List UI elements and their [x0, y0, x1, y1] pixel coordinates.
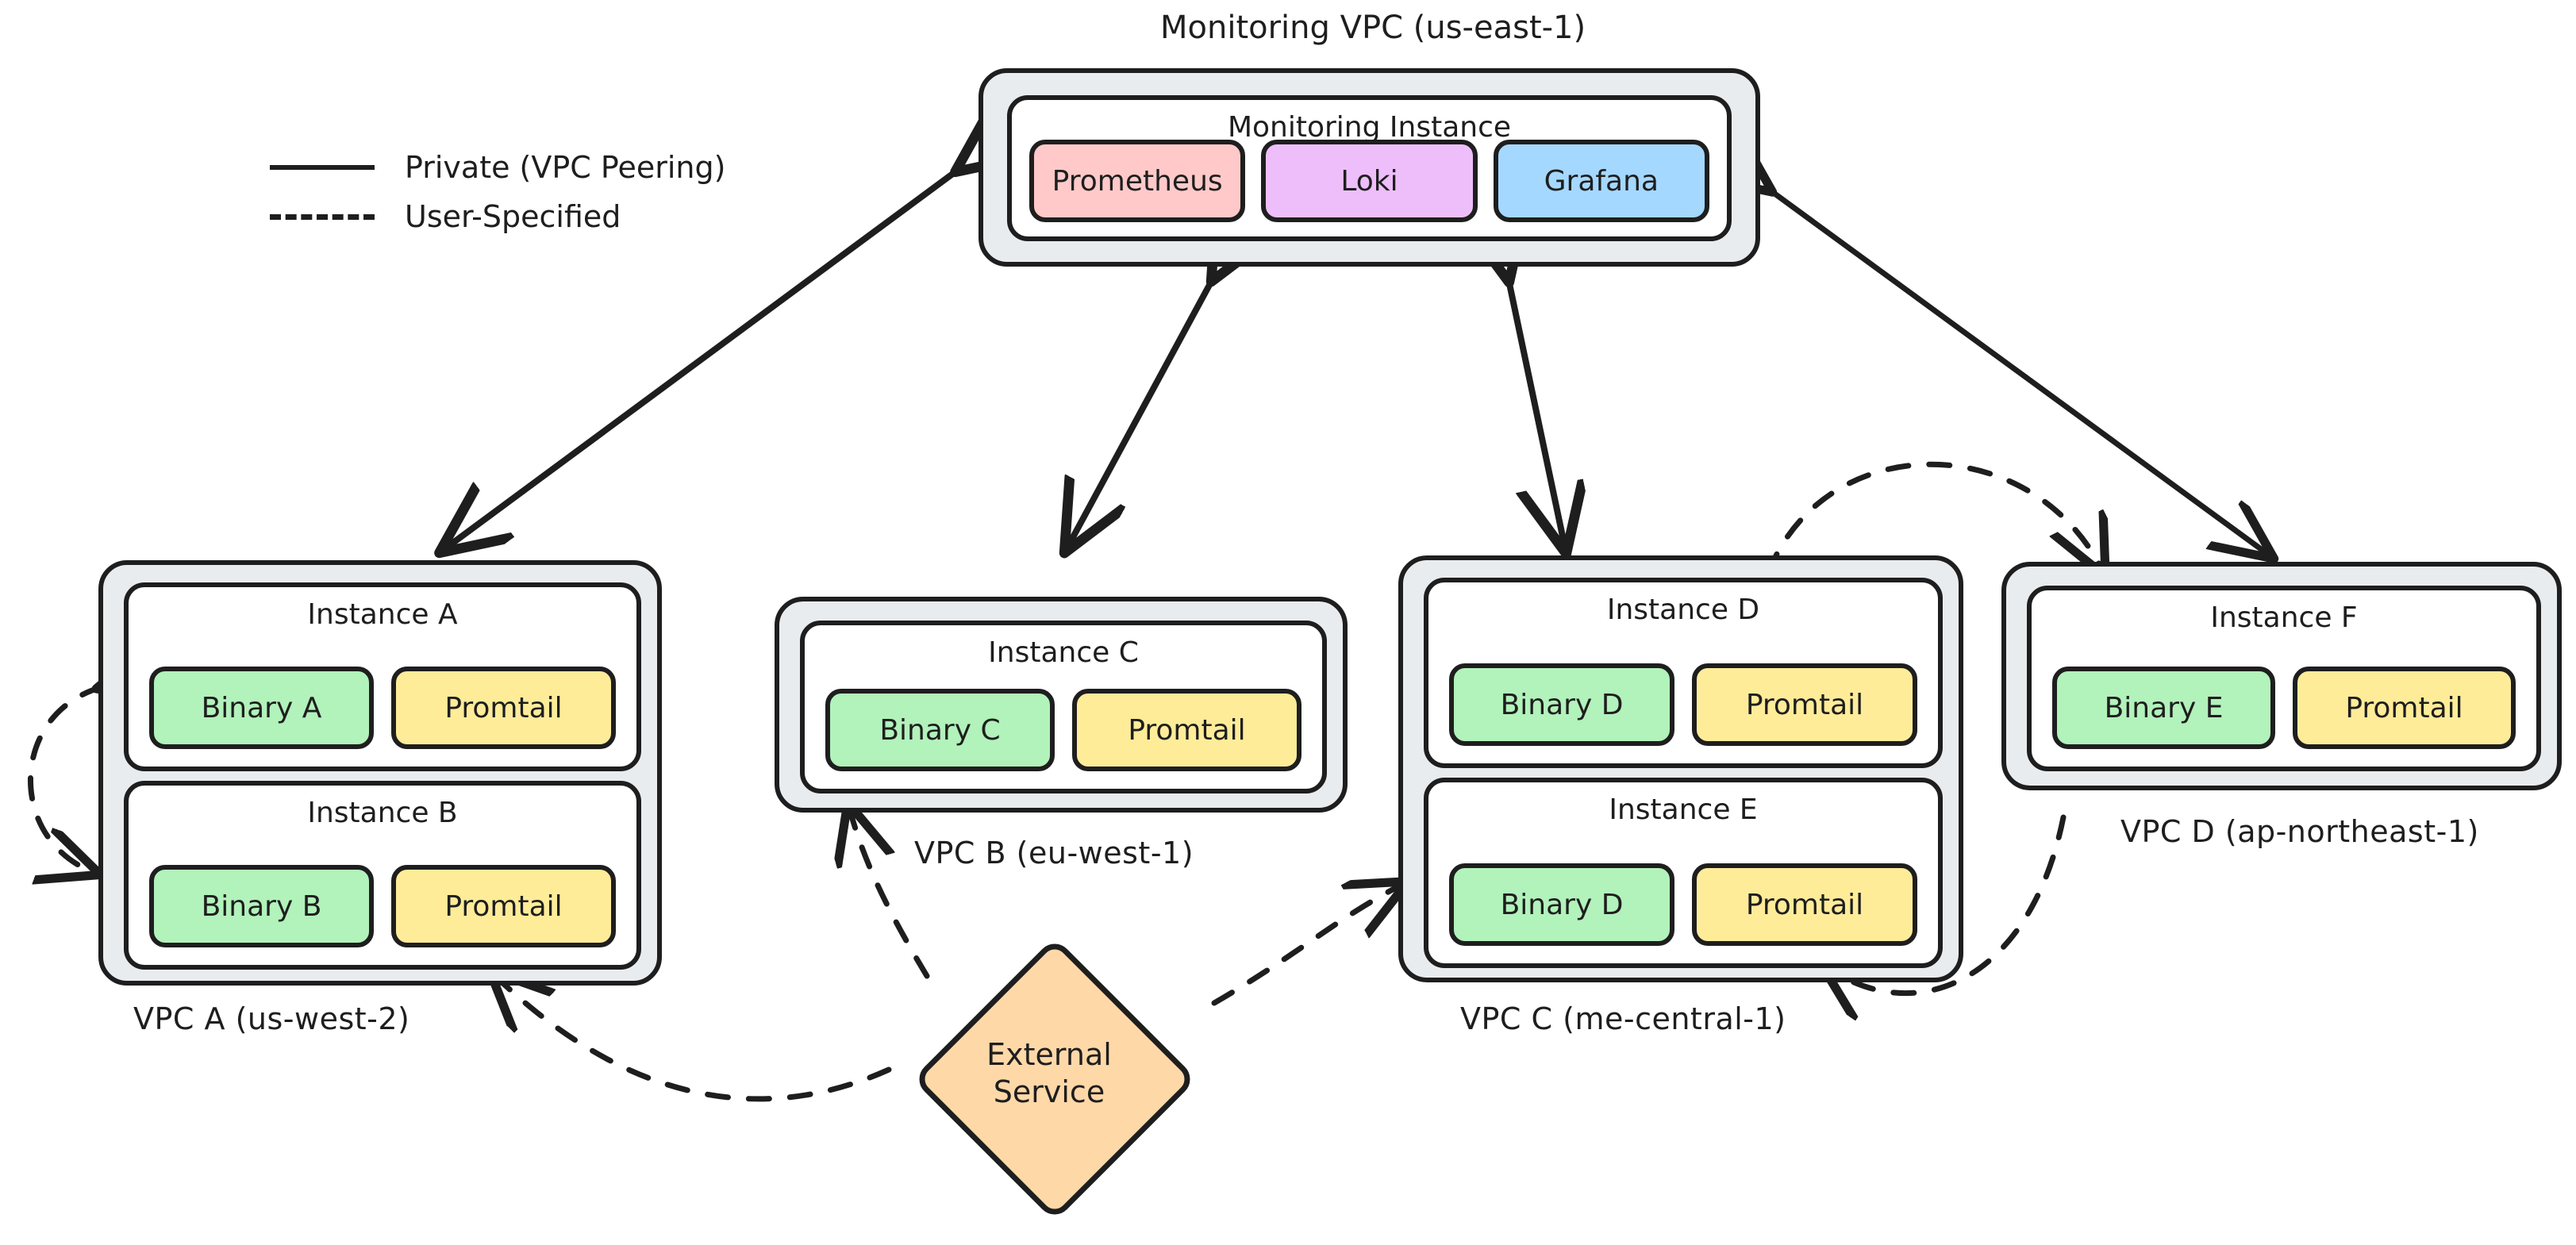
edge-monitoring-to-vpc-d — [1768, 189, 2270, 555]
external-service-label-line1: External — [986, 1036, 1112, 1072]
instance-f-service-row: Binary E Promtail — [2052, 667, 2516, 749]
vpc-c-container[interactable]: Instance D Binary D Promtail Instance E … — [1398, 555, 1963, 982]
vpc-b-container[interactable]: Instance C Binary C Promtail — [775, 597, 1348, 813]
vpc-d-container[interactable]: Instance F Binary E Promtail — [2001, 562, 2562, 790]
legend: Private (VPC Peering) User-Specified — [270, 143, 725, 241]
instance-f-title: Instance F — [2210, 601, 2358, 634]
vpc-d-label: VPC D (ap-northeast-1) — [2120, 814, 2479, 849]
external-service-label: External Service — [882, 940, 1216, 1208]
service-loki[interactable]: Loki — [1261, 140, 1478, 222]
external-service-node[interactable]: External Service — [882, 936, 1216, 1222]
instance-a-promtail[interactable]: Promtail — [391, 667, 616, 749]
legend-item-user-specified: User-Specified — [270, 192, 725, 241]
instance-d-binary[interactable]: Binary D — [1449, 663, 1674, 746]
instance-c-binary[interactable]: Binary C — [825, 689, 1055, 771]
instance-d-promtail[interactable]: Promtail — [1692, 663, 1917, 746]
instance-a-binary[interactable]: Binary A — [149, 667, 374, 749]
instance-c-service-row: Binary C Promtail — [825, 689, 1301, 771]
service-grafana[interactable]: Grafana — [1493, 140, 1709, 222]
edge-monitoring-to-vpc-c — [1508, 276, 1565, 548]
vpc-a-label: VPC A (us-west-2) — [133, 1001, 410, 1036]
external-service-label-line2: Service — [993, 1074, 1105, 1109]
instance-e[interactable]: Instance E Binary D Promtail — [1424, 778, 1943, 968]
monitoring-instance[interactable]: Monitoring Instance Prometheus Loki Graf… — [1007, 95, 1732, 241]
legend-label-user-specified: User-Specified — [405, 199, 621, 234]
instance-c[interactable]: Instance C Binary C Promtail — [800, 621, 1327, 793]
monitoring-instance-title: Monitoring Instance — [1227, 111, 1512, 144]
instance-e-promtail[interactable]: Promtail — [1692, 863, 1917, 946]
instance-c-title: Instance C — [988, 636, 1139, 669]
service-prometheus[interactable]: Prometheus — [1029, 140, 1246, 222]
vpc-b-label: VPC B (eu-west-1) — [914, 836, 1194, 870]
instance-e-service-row: Binary D Promtail — [1449, 863, 1917, 946]
edge-instance-a-to-instance-b — [28, 687, 102, 873]
instance-f-promtail[interactable]: Promtail — [2293, 667, 2516, 749]
instance-b-promtail[interactable]: Promtail — [391, 865, 616, 947]
instance-f-binary[interactable]: Binary E — [2052, 667, 2275, 749]
solid-line-icon — [270, 165, 375, 170]
instance-a-service-row: Binary A Promtail — [149, 667, 616, 749]
legend-label-private: Private (VPC Peering) — [405, 150, 726, 185]
instance-a-title: Instance A — [307, 598, 458, 631]
instance-b[interactable]: Instance B Binary B Promtail — [124, 781, 641, 970]
legend-item-private: Private (VPC Peering) — [270, 143, 725, 192]
edge-external-to-vpc-c — [1211, 884, 1403, 1006]
monitoring-vpc-title: Monitoring VPC (us-east-1) — [1160, 10, 1586, 46]
edge-external-to-vpc-a — [494, 974, 892, 1102]
instance-d[interactable]: Instance D Binary D Promtail — [1424, 578, 1943, 768]
vpc-c-label: VPC C (me-central-1) — [1460, 1001, 1786, 1036]
instance-d-title: Instance D — [1606, 594, 1760, 626]
dashed-line-icon — [270, 213, 375, 220]
monitoring-service-row: Prometheus Loki Grafana — [1029, 140, 1709, 222]
instance-a[interactable]: Instance A Binary A Promtail — [124, 582, 641, 771]
instance-e-binary[interactable]: Binary D — [1449, 863, 1674, 946]
instance-b-binary[interactable]: Binary B — [149, 865, 374, 947]
instance-f[interactable]: Instance F Binary E Promtail — [2027, 586, 2541, 771]
monitoring-vpc-container[interactable]: Monitoring Instance Prometheus Loki Graf… — [978, 68, 1760, 267]
instance-c-promtail[interactable]: Promtail — [1072, 689, 1301, 771]
vpc-a-container[interactable]: Instance A Binary A Promtail Instance B … — [98, 560, 662, 986]
instance-e-title: Instance E — [1609, 793, 1758, 826]
edge-monitoring-to-vpc-b — [1067, 276, 1214, 548]
instance-d-service-row: Binary D Promtail — [1449, 663, 1917, 746]
instance-b-service-row: Binary B Promtail — [149, 865, 616, 947]
instance-b-title: Instance B — [307, 797, 458, 829]
